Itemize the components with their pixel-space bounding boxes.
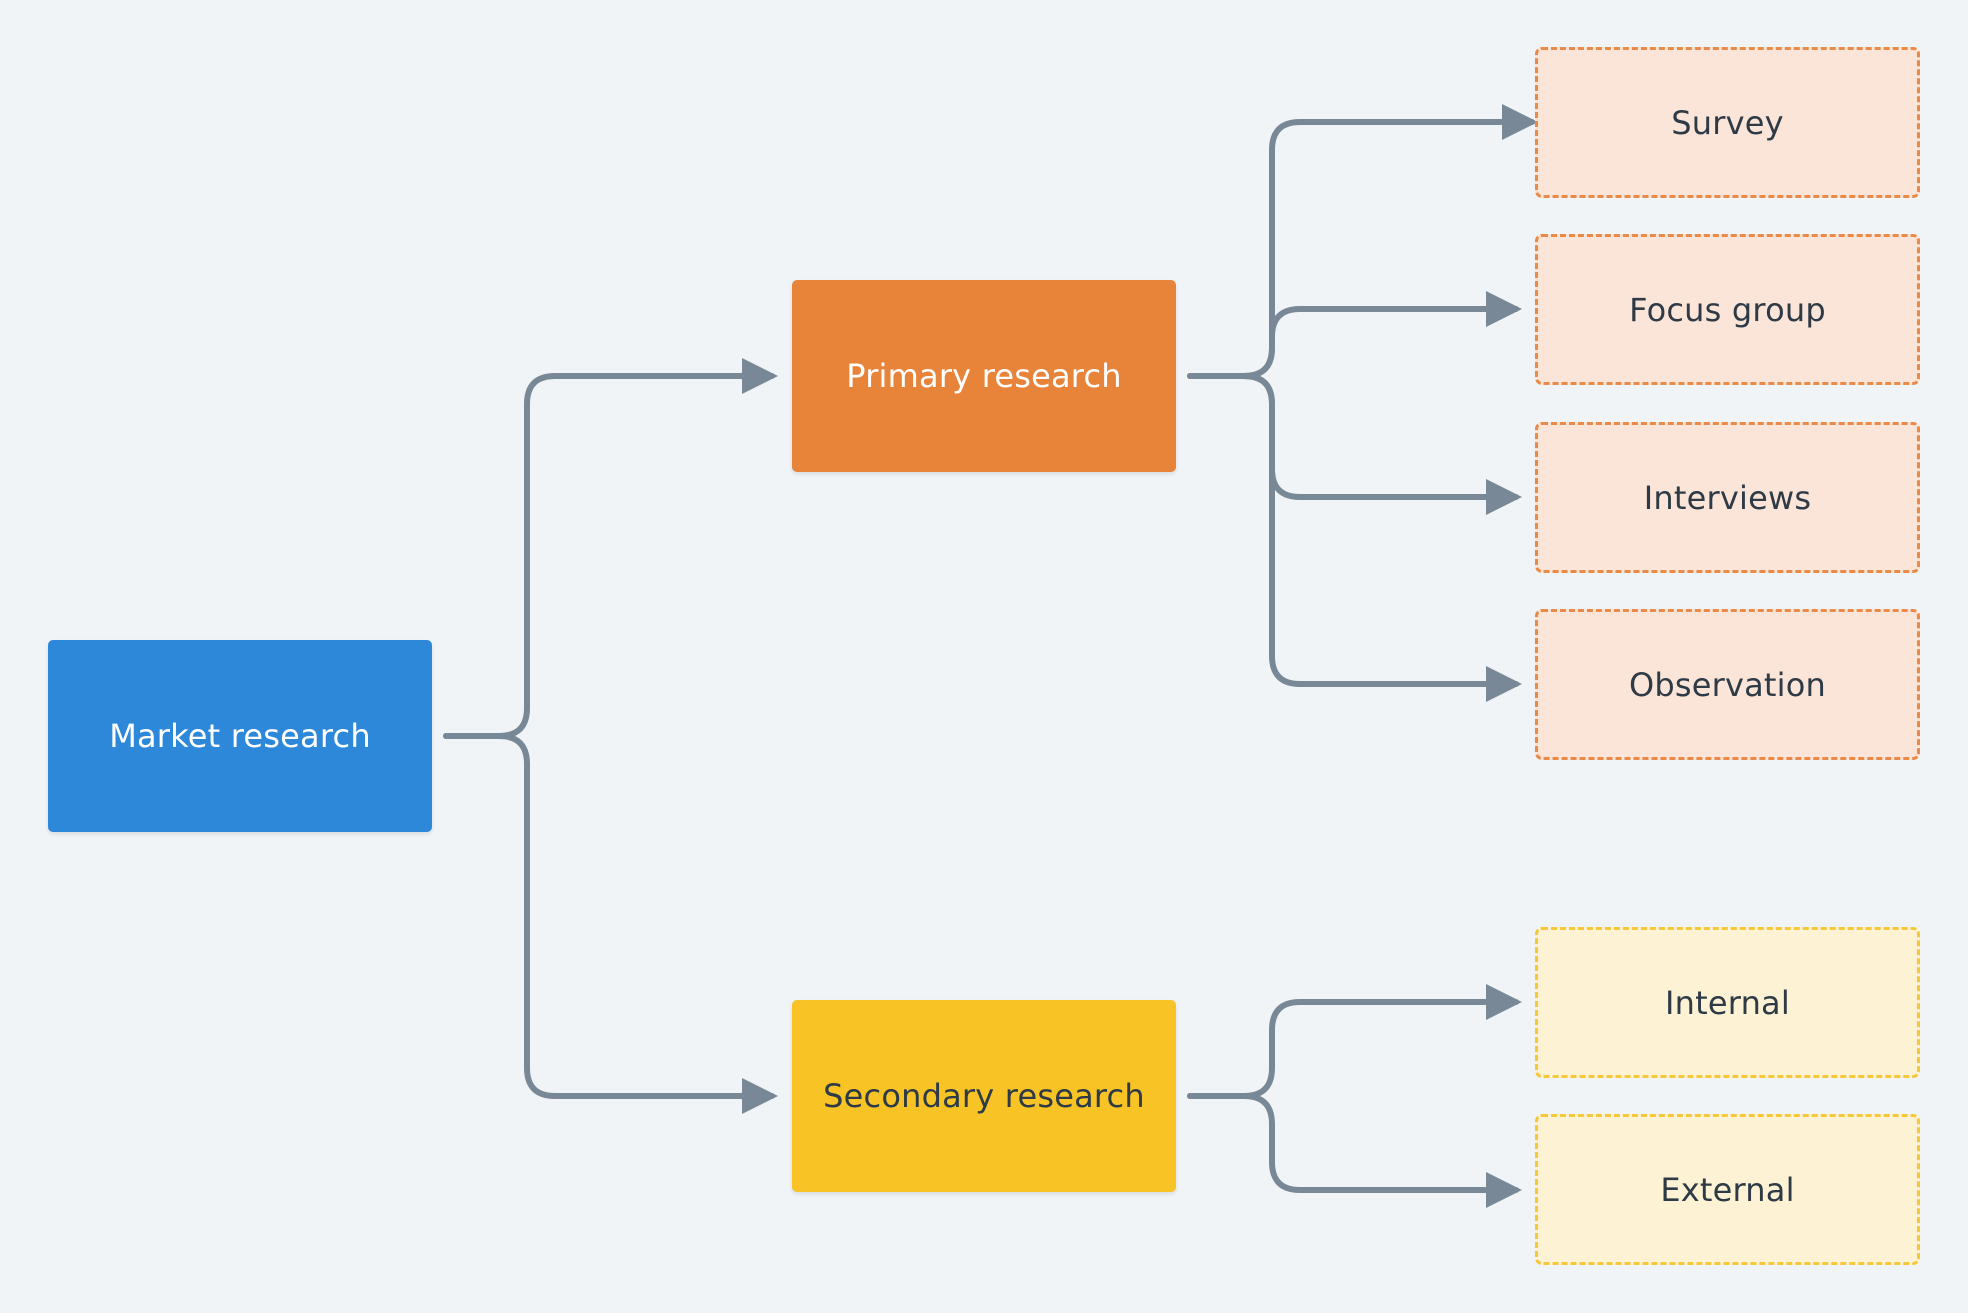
node-label: External (1660, 1170, 1795, 1209)
connector-secondary-to-external (1187, 1093, 1522, 1208)
connector-secondary-to-internal (1187, 984, 1522, 1099)
node-internal[interactable]: Internal (1535, 927, 1920, 1078)
node-label: Market research (109, 717, 371, 755)
node-label: Focus group (1629, 290, 1826, 329)
connector-primary-to-interviews (1187, 373, 1522, 515)
node-secondary-research[interactable]: Secondary research (792, 1000, 1176, 1192)
node-label: Interviews (1643, 478, 1812, 517)
node-label: Observation (1628, 665, 1827, 704)
node-focus-group[interactable]: Focus group (1535, 234, 1920, 385)
node-interviews[interactable]: Interviews (1535, 422, 1920, 573)
node-label: Secondary research (823, 1077, 1145, 1115)
node-survey[interactable]: Survey (1535, 47, 1920, 198)
node-observation[interactable]: Observation (1535, 609, 1920, 760)
node-primary-research[interactable]: Primary research (792, 280, 1176, 472)
node-label: Primary research (846, 357, 1122, 395)
connector-primary-to-focus-group (1187, 291, 1522, 379)
node-external[interactable]: External (1535, 1114, 1920, 1265)
node-market-research[interactable]: Market research (48, 640, 432, 832)
node-label: Internal (1665, 983, 1790, 1022)
connector-root-to-primary (443, 358, 778, 739)
node-label: Survey (1671, 103, 1784, 142)
connector-primary-to-observation (1187, 373, 1522, 702)
connector-root-to-secondary (443, 733, 778, 1114)
connector-primary-to-survey (1187, 104, 1538, 379)
